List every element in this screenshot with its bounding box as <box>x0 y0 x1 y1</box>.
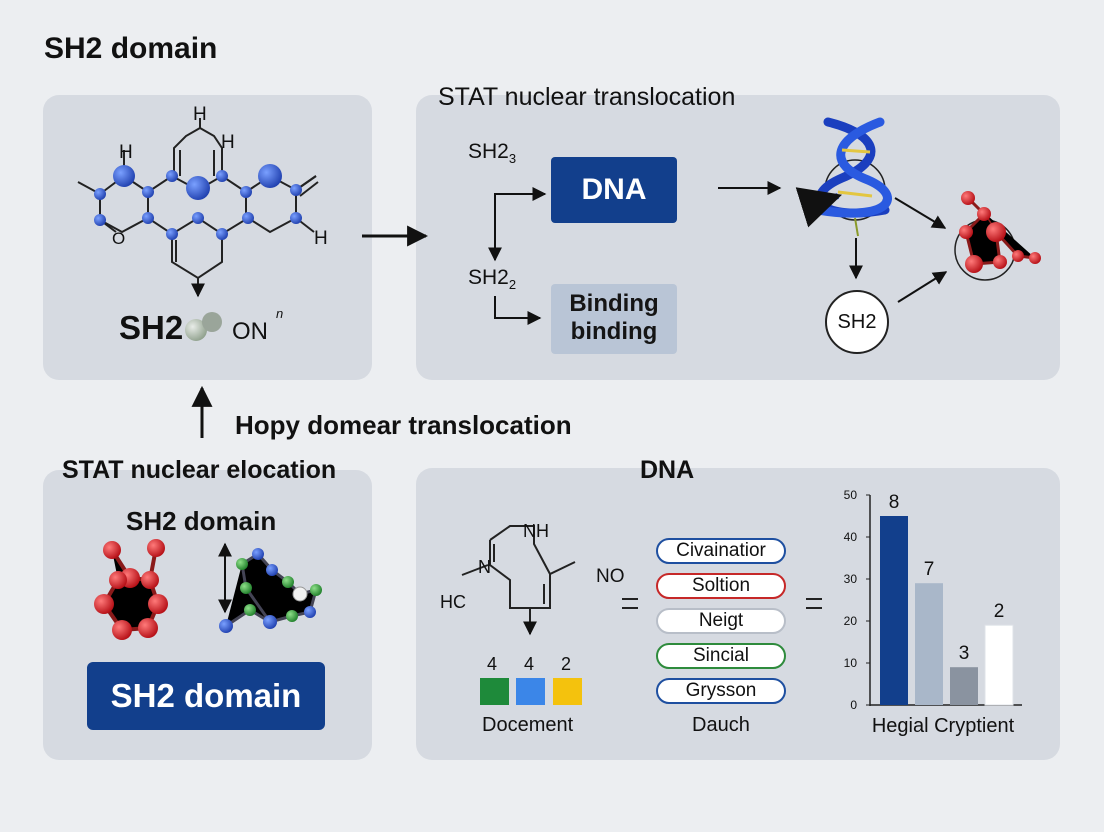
page-title: SH2 domain <box>44 32 218 65</box>
binding-box-line1: Binding <box>569 290 659 317</box>
swatch-number-3: 2 <box>561 654 572 674</box>
chart-bar <box>915 583 943 705</box>
pills-caption: Dauch <box>692 714 750 736</box>
dna-helix-icon <box>795 117 892 237</box>
chart-y-tick-label: 30 <box>844 572 858 586</box>
equals-signs <box>622 598 822 609</box>
chart-bar <box>950 667 978 705</box>
label-no: NO <box>596 566 625 587</box>
elocation-title: STAT nuclear elocation <box>62 456 337 484</box>
red-molecule-icon <box>954 191 1041 281</box>
swatch-green <box>480 678 509 705</box>
stat-translocation-title: STAT nuclear translocation <box>438 83 736 111</box>
molecule-formula-main: SH2 <box>119 309 184 346</box>
sh2-domain-subtitle: SH2 domain <box>126 506 277 536</box>
pill-sincial: Sincial <box>656 643 786 669</box>
dna-panel-title: DNA <box>640 456 695 484</box>
panel-molecule <box>43 95 372 380</box>
atom-label-h4: H <box>314 228 328 249</box>
label-n: N <box>478 557 491 577</box>
sh2-domain-button[interactable]: SH2 domain <box>87 662 325 730</box>
chart-bar <box>880 516 908 705</box>
sh2-bottom-label: SH22 <box>468 266 517 293</box>
molecule-atoms <box>94 164 302 341</box>
pill-soltion: Soltion <box>656 573 786 599</box>
blue-green-molecule-icon <box>219 548 322 633</box>
chart-bar <box>984 624 1014 706</box>
chart-data-label: 8 <box>889 492 900 513</box>
pill-neigt: Neigt <box>656 608 786 634</box>
chart-x-label: Hegial Cryptient <box>872 715 1015 737</box>
ring-structure <box>461 525 576 636</box>
binding-box-line2: binding <box>570 318 658 345</box>
chart-y-tick-label: 10 <box>844 656 858 670</box>
stat-flow-connectors <box>488 181 948 325</box>
middle-caption: Hopy domear translocation <box>235 410 572 440</box>
atom-label-h2: H <box>119 142 133 163</box>
molecule-formula-suffix: ON <box>232 318 268 345</box>
atom-label-h3: H <box>221 132 235 153</box>
chart-y-tick-label: 40 <box>844 530 858 544</box>
sh2-top-label: SH23 <box>468 140 517 167</box>
chart-data-label: 3 <box>959 643 970 664</box>
swatch-number-2: 4 <box>524 654 535 674</box>
sh2-circle: SH2 <box>825 290 889 354</box>
molecule-formula-superscript: n <box>276 306 284 321</box>
chart-y-tick-label: 50 <box>844 488 858 502</box>
chart-data-label: 2 <box>994 601 1005 622</box>
swatch-blue <box>516 678 545 705</box>
molecule-structure <box>77 118 319 298</box>
chart-y-tick-label: 20 <box>844 614 858 628</box>
swatch-number-1: 4 <box>487 654 498 674</box>
red-ring-molecule-icon <box>94 539 168 640</box>
binding-box: Binding binding <box>551 284 677 354</box>
label-hc: HC <box>440 592 466 612</box>
atom-label-o: O <box>112 229 126 248</box>
swatch-yellow <box>553 678 582 705</box>
atom-label-h1: H <box>193 104 207 125</box>
chart-y-tick-label: 0 <box>850 698 857 712</box>
dna-box: DNA <box>551 157 677 223</box>
pill-civainatior: Civainatior <box>656 538 786 564</box>
label-nh: NH <box>523 521 549 541</box>
panel-translocation <box>416 95 1060 380</box>
pill-grysson: Grysson <box>656 678 786 704</box>
chart-data-label: 7 <box>924 559 935 580</box>
swatch-caption: Docement <box>482 714 574 736</box>
